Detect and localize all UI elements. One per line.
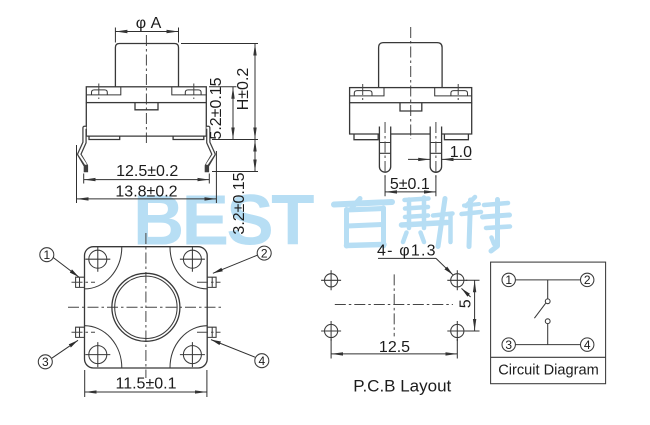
svg-text:13.8±0.2: 13.8±0.2 [115, 183, 177, 200]
svg-text:4: 4 [258, 354, 265, 368]
svg-text:5±0.1: 5±0.1 [390, 176, 430, 193]
svg-text:3: 3 [505, 338, 512, 352]
svg-text:1.0: 1.0 [450, 144, 472, 161]
svg-text:3.2±0.15: 3.2±0.15 [231, 172, 248, 234]
svg-text:5.2±0.15: 5.2±0.15 [208, 77, 225, 139]
svg-text:1: 1 [505, 273, 512, 287]
svg-text:4: 4 [584, 338, 591, 352]
svg-text:φ A: φ A [136, 15, 162, 32]
svg-text:Circuit Diagram: Circuit Diagram [498, 363, 599, 379]
svg-text:2: 2 [261, 246, 268, 260]
svg-text:3: 3 [42, 355, 49, 369]
svg-text:P.C.B Layout: P.C.B Layout [353, 377, 451, 396]
svg-text:5: 5 [458, 299, 475, 308]
svg-text:4- φ1.3: 4- φ1.3 [377, 243, 437, 260]
svg-text:2: 2 [584, 273, 591, 287]
svg-text:1: 1 [43, 248, 50, 262]
svg-text:11.5±0.1: 11.5±0.1 [116, 375, 177, 392]
svg-text:H±0.2: H±0.2 [235, 68, 252, 111]
svg-text:12.5±0.2: 12.5±0.2 [116, 163, 178, 180]
svg-text:12.5: 12.5 [379, 339, 410, 356]
